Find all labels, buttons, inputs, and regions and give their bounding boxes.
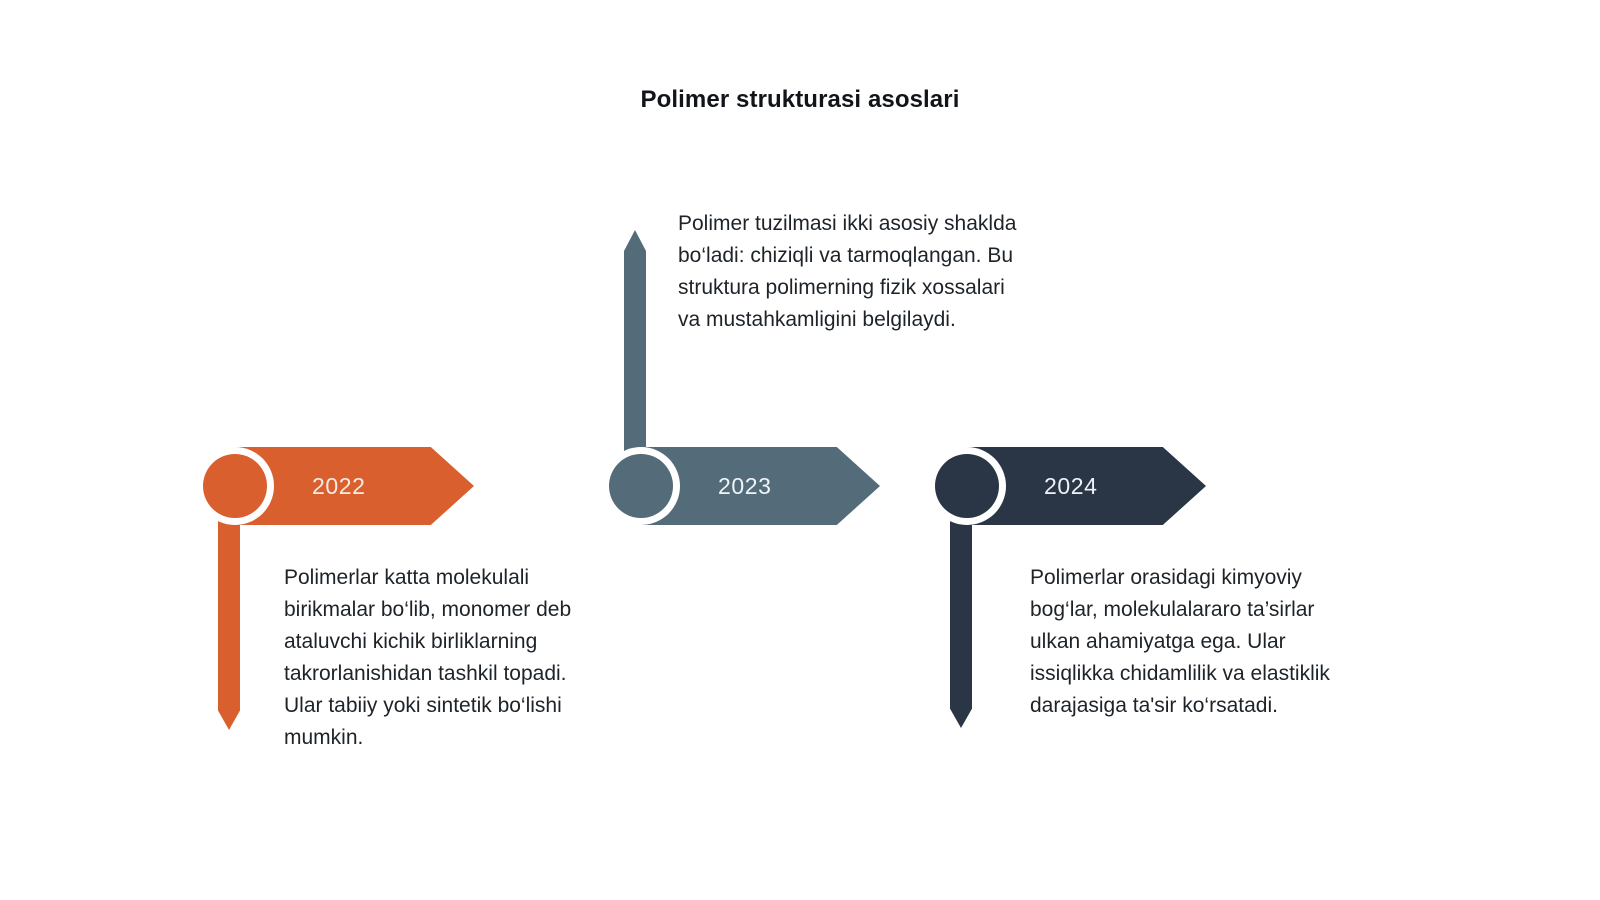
timeline-stem-2023 (624, 230, 646, 492)
timeline-marker-dot-2022 (203, 454, 267, 518)
page-title: Polimer strukturasi asoslari (640, 86, 960, 113)
timeline-item-2023[interactable]: 2023 Polimer tuzilmasi ikki asosiy shakl… (602, 0, 1122, 900)
timeline-description-2023: Polimer tuzilmasi ikki asosiy shaklda bo… (678, 212, 1017, 331)
timeline-item-2022[interactable]: 2022 Polimerlar katta molekulali birikma… (196, 0, 716, 900)
timeline-description-2024: Polimerlar orasidagi kimyoviy bog‘lar, m… (1030, 566, 1330, 717)
timeline-stem-2024 (950, 486, 972, 728)
timeline-marker-dot-2024 (935, 454, 999, 518)
timeline-year-label-2022: 2022 (312, 472, 366, 499)
timeline-year-label-2024: 2024 (1044, 472, 1098, 499)
timeline-stem-2022 (218, 486, 240, 730)
timeline-year-label-2023: 2023 (718, 472, 772, 499)
timeline-marker-dot-2023 (609, 454, 673, 518)
timeline-arrow-2023[interactable]: 2023 (640, 447, 880, 525)
timeline-description-2022: Polimerlar katta molekulali birikmalar b… (284, 566, 572, 749)
timeline-arrow-2024[interactable]: 2024 (966, 447, 1206, 525)
timeline-item-2024[interactable]: 2024 Polimerlar orasidagi kimyoviy bog‘l… (928, 0, 1448, 900)
timeline-arrow-2022[interactable]: 2022 (234, 447, 474, 525)
